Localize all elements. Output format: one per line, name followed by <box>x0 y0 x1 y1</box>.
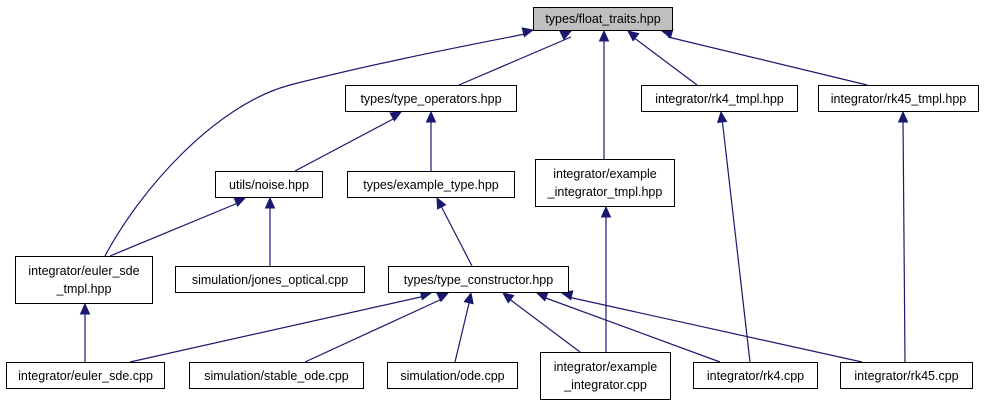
node-rk4-cpp[interactable]: integrator/rk4.cpp <box>693 362 818 389</box>
arrowhead-type_operators-to-float_traits <box>559 30 573 41</box>
arrowhead-example_type-to-type_operators <box>425 110 437 123</box>
edge-euler_sde_cpp-to-type_constructor <box>129 295 426 363</box>
arrowhead-example_integrator_cpp-to-type_constructor <box>502 292 515 304</box>
node-type-operators[interactable]: types/type_operators.hpp <box>345 85 517 112</box>
edge-noise-to-type_operators <box>294 117 396 172</box>
edge-type_operators-to-float_traits <box>458 36 572 86</box>
node-utils-noise[interactable]: utils/noise.hpp <box>215 171 323 198</box>
edge-rk45_cpp-to-type_constructor <box>567 296 863 363</box>
node-example-type[interactable]: types/example_type.hpp <box>347 171 515 198</box>
node-simulation-ode[interactable]: simulation/ode.cpp <box>387 362 518 389</box>
arrowhead-euler_sde_tmpl-to-noise <box>233 197 247 207</box>
arrowhead-rk4_cpp-to-type_constructor <box>535 291 549 302</box>
node-example-integrator-tmpl[interactable]: integrator/example _integrator_tmpl.hpp <box>535 159 675 207</box>
edge-rk45_tmpl-to-float_traits <box>667 36 868 86</box>
edge-type_constructor-to-example_type <box>439 203 473 267</box>
edge-rk45_cpp-to-rk45_tmpl <box>902 117 906 363</box>
edge-example_integrator_cpp-to-type_constructor <box>507 297 581 353</box>
arrowhead-jones_optical-to-noise <box>264 196 276 209</box>
node-stable-ode[interactable]: simulation/stable_ode.cpp <box>189 362 364 389</box>
node-example-integrator-cpp[interactable]: integrator/example _integrator.cpp <box>540 352 671 400</box>
node-jones-optical[interactable]: simulation/jones_optical.cpp <box>175 266 365 293</box>
edge-euler_sde_tmpl-to-noise <box>109 202 239 257</box>
arrowhead-rk45_cpp-to-rk45_tmpl <box>897 110 909 123</box>
node-rk45-tmpl[interactable]: integrator/rk45_tmpl.hpp <box>818 85 979 112</box>
arrowhead-rk4_tmpl-to-float_traits <box>627 30 640 42</box>
edge-rk4_cpp-to-rk4_tmpl <box>721 117 751 363</box>
node-rk4-tmpl[interactable]: integrator/rk4_tmpl.hpp <box>641 85 798 112</box>
arrowhead-euler_sde_cpp-to-euler_sde_tmpl <box>79 302 91 315</box>
node-type-constructor[interactable]: types/type_constructor.hpp <box>388 266 569 293</box>
node-euler-sde-tmpl[interactable]: integrator/euler_sde _tmpl.hpp <box>15 256 153 304</box>
arrowhead-type_constructor-to-example_type <box>436 196 447 210</box>
edge-rk4_tmpl-to-float_traits <box>632 36 698 86</box>
edge-rk4_cpp-to-type_constructor <box>542 296 721 363</box>
edge-stable_ode-to-type_constructor <box>304 298 443 363</box>
arrowhead-ode-to-type_constructor <box>463 291 474 305</box>
node-float-traits[interactable]: types/float_traits.hpp <box>533 7 673 31</box>
arrowhead-rk4_cpp-to-rk4_tmpl <box>716 110 728 124</box>
node-euler-sde-cpp[interactable]: integrator/euler_sde.cpp <box>6 362 165 389</box>
edge-euler_sde_tmpl-to-float_traits <box>104 33 526 257</box>
arrowhead-stable_ode-to-type_constructor <box>436 292 450 303</box>
arrowhead-noise-to-type_operators <box>389 111 403 122</box>
node-rk45-cpp[interactable]: integrator/rk45.cpp <box>840 362 973 389</box>
edge-ode-to-type_constructor <box>454 298 471 363</box>
arrowhead-example_integrator_cpp-to-example_integrator_tmpl <box>600 205 612 218</box>
arrowhead-euler_sde_tmpl-to-float_traits <box>521 27 535 38</box>
arrowhead-example_integrator_tmpl-to-float_traits <box>598 29 610 42</box>
